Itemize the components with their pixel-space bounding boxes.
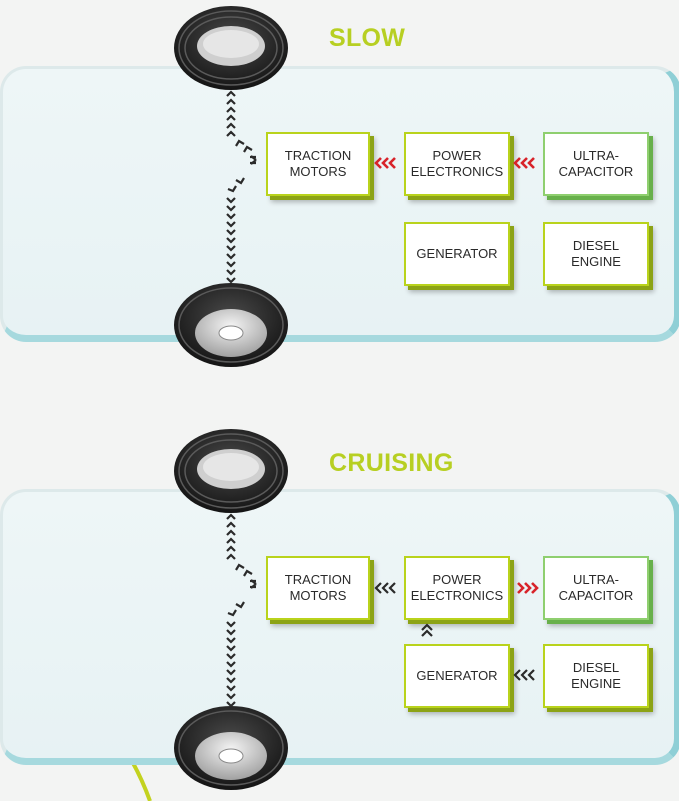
- chevron-arrow-icon: [518, 583, 537, 593]
- wheel-icon: [174, 429, 288, 513]
- wheel-icon: [174, 706, 288, 790]
- wheel-icon: [174, 6, 288, 90]
- chevron-arrow-icon: [376, 158, 534, 168]
- chevron-arrow-icon: [227, 92, 256, 282]
- chevron-arrow-icon: [227, 515, 534, 706]
- wheel-icon: [174, 283, 288, 367]
